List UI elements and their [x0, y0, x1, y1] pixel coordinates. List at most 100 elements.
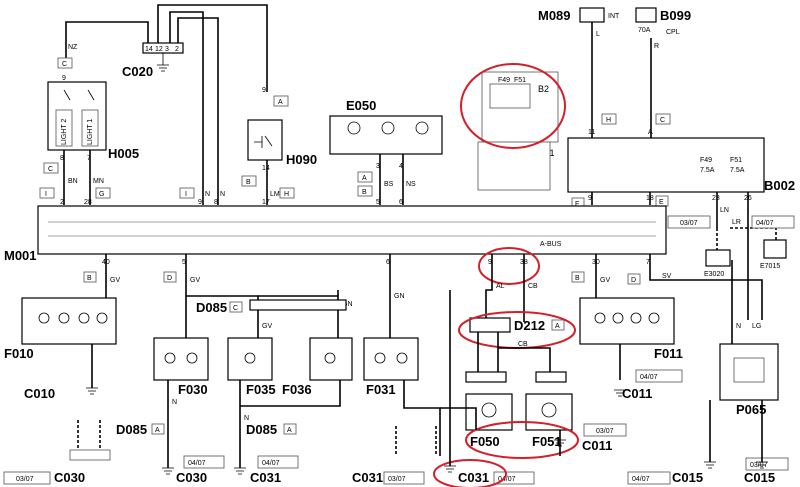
connector-letter: A: [362, 175, 367, 182]
ref-box: [383, 471, 425, 485]
highlight-circle: [478, 247, 540, 285]
c015-label: C015: [672, 470, 703, 485]
wire-n-9: [169, 11, 204, 205]
wire-n-f031: [403, 380, 441, 456]
h005-light2-bar: [55, 109, 73, 147]
ref-label: 04/07: [632, 476, 650, 483]
conn-g: [95, 187, 111, 199]
c010-label: C010: [24, 386, 55, 401]
wire-label: AL: [496, 283, 505, 290]
ref-label: 04/07: [262, 460, 280, 467]
wire-label: CB: [518, 341, 528, 348]
wire-n-join: [240, 380, 341, 407]
wire-label: CB: [528, 283, 538, 290]
fuse-label: F51: [514, 77, 526, 84]
m089-connector: [579, 7, 605, 23]
b099-cpl-label: CPL: [666, 29, 680, 36]
connector-letter: H: [284, 191, 289, 198]
lamp-icon: [186, 352, 198, 364]
connector-letter: B: [362, 189, 367, 196]
connector-letter: C: [48, 166, 53, 173]
c031-label: C031: [458, 470, 489, 485]
ground-symbol: [704, 461, 716, 469]
lamp-icon: [612, 312, 624, 324]
pin-label: 8: [214, 199, 218, 206]
ref-box: [751, 215, 795, 229]
c020-label: C020: [122, 64, 153, 79]
f050-module: [465, 393, 513, 431]
c011-label: C011: [582, 438, 612, 453]
ref-label: 04/07: [188, 460, 206, 467]
pin-label: 6: [399, 199, 403, 206]
lamp-icon: [58, 312, 70, 324]
b002-module: [567, 137, 765, 193]
e7015-label: E7015: [760, 263, 780, 270]
wire-label: GV: [110, 277, 120, 284]
conn-a: [151, 423, 165, 435]
wire-c030-dashed: [77, 420, 101, 460]
wire-label: GV: [600, 277, 610, 284]
pin-label: 2: [175, 46, 179, 53]
conn-i: [179, 187, 195, 199]
pin-label: 2: [60, 199, 64, 206]
conn-d: [163, 271, 177, 283]
f010-module: [21, 297, 117, 345]
wire-label: LR: [732, 219, 741, 226]
c031-label: C031: [352, 470, 383, 485]
connector-letter: C: [233, 305, 238, 312]
lamp-icon: [396, 352, 408, 364]
abus-label: A-BUS: [540, 241, 562, 248]
pin-label: 9: [588, 195, 592, 202]
ref-box: [583, 423, 627, 437]
ref-box: [667, 215, 711, 229]
wire-label: GN: [342, 301, 353, 308]
e050-label: E050: [346, 98, 376, 113]
wire-b002-down: [716, 192, 749, 320]
lamp-icon: [415, 121, 429, 135]
connector-letter: A: [287, 427, 292, 434]
wire-label: SV: [662, 273, 672, 280]
wire-b002-m001: [591, 192, 651, 205]
pin-label: 14: [262, 165, 270, 172]
pin-label: 3: [165, 46, 169, 53]
d085-label: D085: [196, 300, 227, 315]
f036-label: F036: [282, 382, 312, 397]
pin-label: 12: [155, 46, 163, 53]
pin-label: 28: [84, 199, 92, 206]
f011-module: [579, 297, 675, 345]
wire-label: LN: [720, 207, 729, 214]
wire-label: GN: [394, 293, 405, 300]
lamp-icon: [78, 312, 90, 324]
pin-label: 4: [399, 163, 403, 170]
connector-letter: G: [99, 191, 104, 198]
lamp-icon: [630, 312, 642, 324]
fuse-f51-label: F51: [730, 157, 742, 164]
connector-letter: C: [62, 61, 67, 68]
lamp-icon: [381, 121, 395, 135]
connector-letter: C: [660, 117, 665, 124]
c030-label: C030: [176, 470, 207, 485]
b2-label: B2: [538, 84, 549, 94]
wire-label: N: [172, 399, 177, 406]
lamp-icon: [541, 402, 557, 418]
wire-label: GV: [190, 277, 200, 284]
wire-label: LM: [270, 191, 280, 198]
ground-symbol: [234, 467, 246, 475]
pin-label: 23: [712, 195, 720, 202]
connector-letter: I: [185, 191, 187, 198]
ref-box: [627, 471, 671, 485]
connector-letter: F: [575, 201, 579, 208]
pin-label: 3: [376, 163, 380, 170]
highlight-circle: [433, 459, 507, 487]
wire-n-f050: [440, 407, 477, 430]
ref-label: 03/07: [680, 220, 698, 227]
ground-symbol: [444, 465, 456, 473]
ref-label: 03/07: [750, 462, 768, 469]
fuse-f51-rating: 7.5A: [730, 167, 745, 174]
e3020-label: E3020: [704, 271, 724, 278]
ref-box: [745, 457, 789, 471]
wire-sv: [649, 254, 763, 320]
fuse-f49-label: F49: [700, 157, 712, 164]
